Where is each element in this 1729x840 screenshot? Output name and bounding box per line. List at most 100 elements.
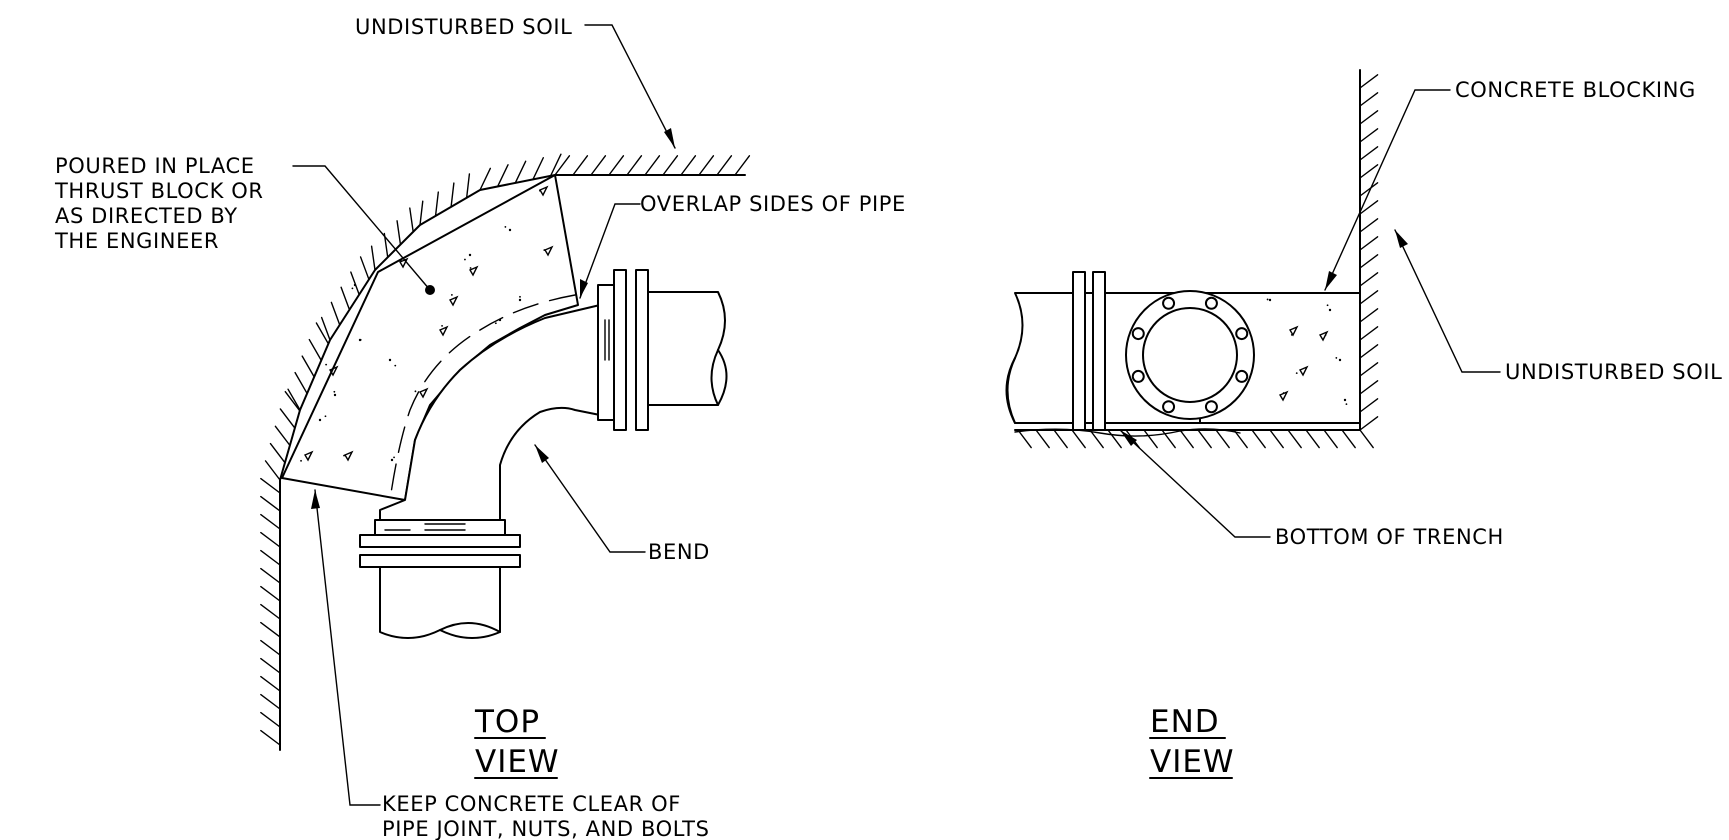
arrowhead xyxy=(1120,430,1137,446)
soil-hatch-line xyxy=(626,155,643,176)
soil-hatch-line xyxy=(409,207,414,233)
leader-bottom-of-trench xyxy=(1119,429,1271,538)
label-overlap: OVERLAP SIDES OF PIPE xyxy=(640,192,906,216)
soil-hatch-line xyxy=(1143,429,1158,449)
aggregate-mark xyxy=(1298,365,1309,377)
aggregate-dot xyxy=(538,189,541,192)
side-joint-flange-2 xyxy=(635,269,649,431)
soil-hatch-line xyxy=(549,153,562,177)
bolt-hole xyxy=(1235,369,1249,383)
aggregate-mark xyxy=(538,185,549,197)
soil-hatch-line xyxy=(359,256,370,281)
aggregate-dot xyxy=(388,358,392,362)
aggregate-dot xyxy=(300,459,302,462)
bolt-hole xyxy=(1162,400,1176,414)
aggregate-dot xyxy=(508,228,512,232)
aggregate-dot xyxy=(1266,298,1269,301)
soil-hatch-line xyxy=(1359,308,1379,323)
bolt-hole xyxy=(1204,296,1218,310)
end-view-soil-hatch xyxy=(1017,74,1379,449)
soil-hatch-line xyxy=(514,160,527,184)
soil-hatch-line xyxy=(1107,429,1122,449)
aggregate-dot xyxy=(333,390,336,393)
aggregate-dot xyxy=(393,456,395,459)
soil-hatch-line xyxy=(1035,429,1050,449)
end-view-flange-2 xyxy=(1092,271,1106,431)
soil-hatch-line xyxy=(572,155,589,176)
soil-hatch-line xyxy=(1251,429,1266,449)
soil-hatch-line xyxy=(1359,290,1379,305)
end-view-flange-1 xyxy=(1072,271,1086,431)
soil-hatch-line xyxy=(260,675,281,692)
aggregate-dot xyxy=(450,294,453,296)
aggregate-dot xyxy=(518,298,522,302)
aggregate-mark xyxy=(418,387,429,399)
soil-hatch-line xyxy=(1359,236,1379,251)
aggregate-dot xyxy=(1345,403,1348,406)
aggregate-dot xyxy=(1328,308,1332,312)
top-view: UNDISTURBED SOIL POURED IN PLACE THRUST … xyxy=(54,15,906,840)
soil-hatch-line xyxy=(554,155,571,176)
top-view-title-2: VIEW xyxy=(475,744,560,780)
soil-hatch-line xyxy=(260,693,281,710)
soil-hatch-line xyxy=(274,425,291,447)
soil-hatch-line xyxy=(340,286,351,311)
aggregate-mark xyxy=(448,295,459,307)
soil-hatch-line xyxy=(1359,200,1379,215)
soil-hatch-line xyxy=(465,173,471,199)
aggregate-mark xyxy=(468,265,479,277)
end-view: CONCRETE BLOCKING UNDISTURBED SOIL BOTTO… xyxy=(1005,69,1722,780)
bolt-hole xyxy=(1131,327,1145,341)
bolt-hole xyxy=(1235,327,1249,341)
side-joint-flange-1 xyxy=(613,269,627,431)
thrust-block-concrete-texture xyxy=(300,185,554,462)
soil-hatch-line xyxy=(301,355,315,378)
flange-bolts xyxy=(1131,296,1249,414)
label-undisturbed-soil-top: UNDISTURBED SOIL xyxy=(355,15,572,39)
arrowhead xyxy=(535,445,549,463)
aggregate-dot xyxy=(325,363,328,366)
soil-hatch-line xyxy=(260,477,281,494)
soil-hatch-line xyxy=(350,271,360,296)
leader-dot xyxy=(425,285,435,295)
side-pipe xyxy=(647,291,726,406)
soil-hatch-line xyxy=(1017,429,1032,449)
hidden-pipe-line-outer xyxy=(389,294,576,501)
leader-undisturbed-soil-top xyxy=(584,24,676,149)
soil-hatch-line xyxy=(1359,146,1379,161)
soil-hatch-line xyxy=(1359,128,1379,143)
bend-outlet-bore xyxy=(1142,307,1238,403)
label-thrust-block-1: POURED IN PLACE xyxy=(55,154,255,178)
soil-hatch-line xyxy=(269,442,286,464)
aggregate-dot xyxy=(469,267,472,269)
aggregate-mark xyxy=(543,245,554,257)
leader-concrete-blocking xyxy=(1324,89,1451,291)
soil-hatch-line xyxy=(1359,164,1379,179)
aggregate-dot xyxy=(519,295,521,298)
soil-hatch-line xyxy=(1341,429,1356,449)
bend-fitting xyxy=(379,304,601,521)
soil-hatch-line xyxy=(370,245,376,271)
soil-hatch-line xyxy=(608,155,625,176)
soil-hatch-line xyxy=(1359,326,1379,341)
soil-hatch-line xyxy=(1089,429,1104,449)
arrowhead xyxy=(664,128,675,148)
aggregate-mark xyxy=(343,450,354,462)
leader-undisturbed-soil-end xyxy=(1394,229,1501,373)
aggregate-dot xyxy=(359,338,362,341)
soil-hatch-line xyxy=(590,155,607,176)
aggregate-mark xyxy=(438,325,449,337)
label-keep-clear-1: KEEP CONCRETE CLEAR OF xyxy=(382,792,681,816)
soil-hatch-line xyxy=(1359,92,1379,107)
soil-hatch-line xyxy=(330,301,341,326)
label-keep-clear-2: PIPE JOINT, NUTS, AND BOLTS xyxy=(382,817,710,840)
aggregate-dot xyxy=(1282,392,1285,394)
soil-hatch-line xyxy=(1323,429,1338,449)
aggregate-dot xyxy=(353,283,357,287)
soil-hatch-line xyxy=(1359,272,1379,287)
soil-hatch-line xyxy=(1359,182,1379,197)
soil-hatch-line xyxy=(644,155,661,176)
soil-hatch-line xyxy=(260,567,281,584)
label-bottom-of-trench: BOTTOM OF TRENCH xyxy=(1275,525,1504,549)
